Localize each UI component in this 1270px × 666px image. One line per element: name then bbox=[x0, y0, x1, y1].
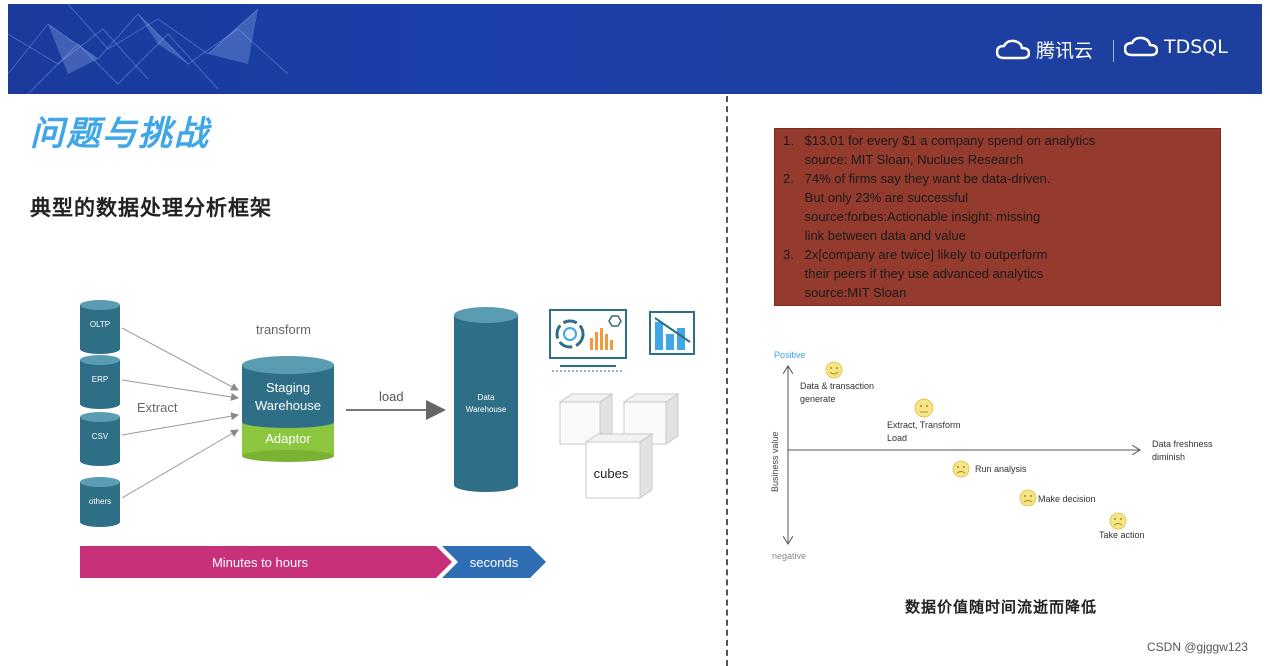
watermark: CSDN @gjggw123 bbox=[1147, 640, 1248, 654]
page-subtitle: 典型的数据处理分析框架 bbox=[30, 196, 272, 220]
source-erp: ERP bbox=[80, 355, 120, 409]
note-line: source:MIT Sloan bbox=[783, 285, 907, 300]
note-line: 2. 74% of firms say they want be data-dr… bbox=[783, 171, 1051, 186]
source-label: ERP bbox=[92, 375, 108, 384]
note-line: their peers if they use advanced analyti… bbox=[783, 266, 1044, 281]
step-label: Load bbox=[887, 433, 907, 443]
step-label: Data & transaction bbox=[800, 381, 874, 391]
frown-face-icon bbox=[1019, 489, 1037, 507]
brand-tencent-cloud: 腾讯云 bbox=[1036, 40, 1094, 62]
tencent-cloud-logo: 腾讯云 bbox=[996, 36, 1093, 63]
step-label: generate bbox=[800, 394, 836, 404]
column-divider bbox=[726, 96, 728, 666]
timeline-bar: Minutes to hours seconds bbox=[80, 546, 546, 578]
note-line: But only 23% are successful bbox=[783, 190, 968, 205]
step-label: Take action bbox=[1099, 530, 1145, 540]
tdsql-logo: TDSQL bbox=[1124, 36, 1228, 58]
staging-warehouse: Staging Warehouse Adaptor bbox=[242, 356, 334, 462]
note-line: source: MIT Sloan, Nuclues Research bbox=[783, 152, 1024, 167]
note-line: link between data and value bbox=[783, 228, 966, 243]
extract-label: Extract bbox=[137, 400, 178, 415]
frown-face-icon bbox=[952, 460, 970, 478]
value-chart-caption: 数据价值随时间流逝而降低 bbox=[905, 598, 1098, 616]
x-axis-label-2: diminish bbox=[1152, 452, 1185, 462]
load-label: load bbox=[379, 389, 404, 404]
step-label: Make decision bbox=[1038, 494, 1096, 504]
source-csv: CSV bbox=[80, 412, 120, 466]
banner-pattern bbox=[8, 4, 289, 94]
bar-chart-icon bbox=[649, 311, 695, 355]
cloud-icon bbox=[1124, 36, 1158, 57]
brand-separator bbox=[1113, 40, 1114, 62]
staging-label-2: Warehouse bbox=[255, 398, 321, 413]
source-label: others bbox=[89, 497, 111, 506]
source-label: OLTP bbox=[90, 320, 110, 329]
brand-tdsql: TDSQL bbox=[1164, 36, 1228, 58]
warehouse-label-2: Warehouse bbox=[466, 405, 507, 414]
y-positive-label: Positive bbox=[774, 350, 806, 360]
extract-arrows bbox=[121, 327, 239, 499]
step-label: Extract, Transform bbox=[887, 420, 961, 430]
source-label: CSV bbox=[92, 432, 109, 441]
warehouse-label-1: Data bbox=[478, 393, 495, 402]
transform-label: transform bbox=[256, 322, 311, 337]
header-banner: 腾讯云 TDSQL bbox=[8, 4, 1262, 94]
page-title: 问题与挑战 bbox=[30, 114, 210, 154]
note-line: 1. $13.01 for every $1 a company spend o… bbox=[783, 133, 1096, 148]
y-axis-label: Business value bbox=[770, 431, 780, 492]
statistics-note: 1. $13.01 for every $1 a company spend o… bbox=[774, 128, 1221, 306]
value-decay-diagram: Positive negative Business value Data fr… bbox=[770, 350, 1213, 561]
note-line: source:forbes:Actionable insight: missin… bbox=[783, 209, 1041, 224]
x-axis-label-1: Data freshness bbox=[1152, 439, 1213, 449]
source-others: others bbox=[80, 477, 120, 527]
staging-label-1: Staging bbox=[266, 380, 310, 395]
dashboard-monitor-icon bbox=[549, 309, 627, 372]
timeline-slow-label: Minutes to hours bbox=[212, 555, 309, 570]
data-warehouse: Data Warehouse bbox=[454, 307, 518, 492]
note-line: 3. 2x[company are twice] likely to outpe… bbox=[783, 247, 1048, 262]
frown-face-icon bbox=[1109, 512, 1127, 530]
timeline-fast-label: seconds bbox=[470, 555, 519, 570]
source-oltp: OLTP bbox=[80, 300, 120, 354]
pipeline-diagram: OLTP ERP CSV others Extract transform St… bbox=[80, 300, 695, 578]
cubes-graphic bbox=[558, 393, 680, 499]
adaptor-label: Adaptor bbox=[265, 431, 311, 446]
smiley-face-icon bbox=[825, 361, 843, 379]
cubes-label: cubes bbox=[594, 466, 629, 481]
neutral-face-icon bbox=[914, 398, 934, 418]
step-label: Run analysis bbox=[975, 464, 1027, 474]
cloud-icon bbox=[996, 39, 1030, 59]
y-negative-label: negative bbox=[772, 551, 806, 561]
